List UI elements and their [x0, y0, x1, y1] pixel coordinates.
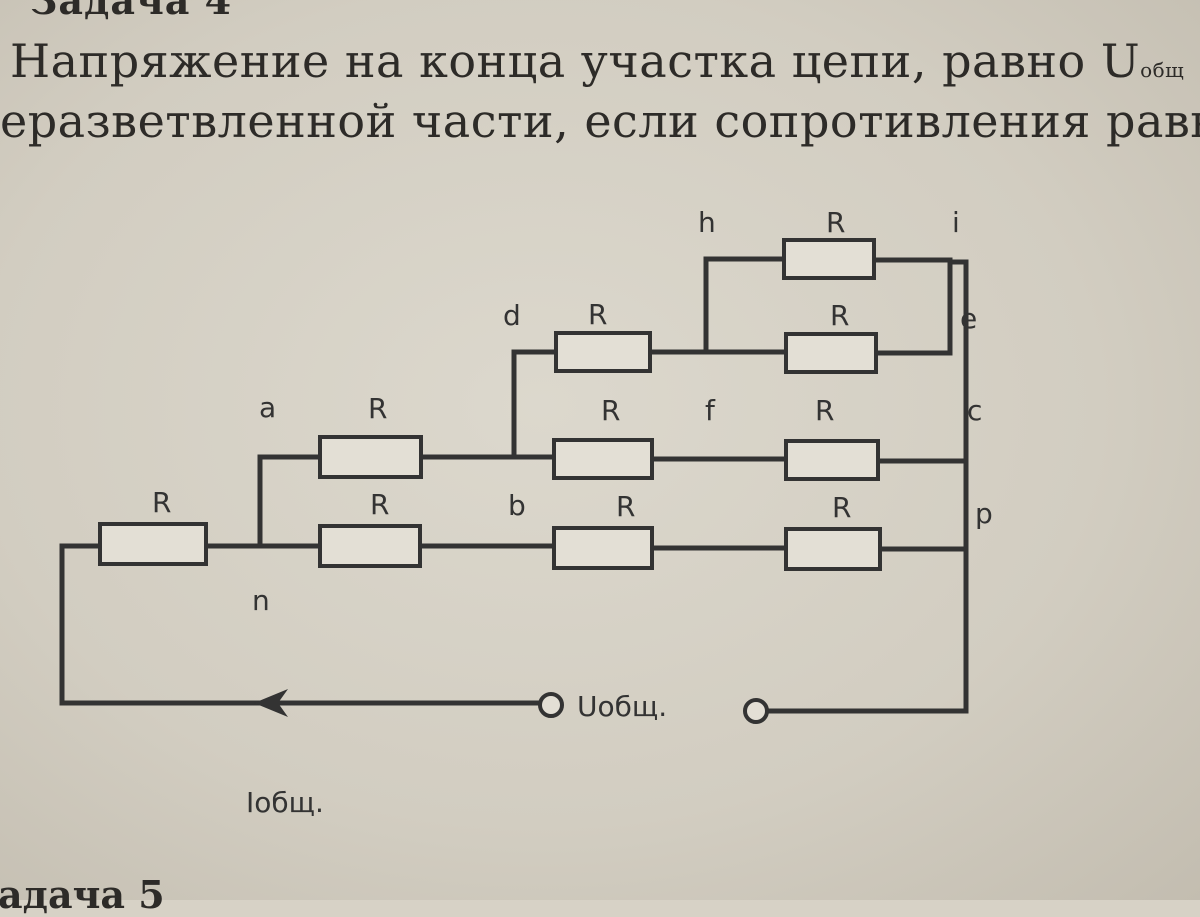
wire-d-branch	[511, 349, 559, 460]
resistor-b-1	[552, 526, 654, 570]
node-label-h: h	[698, 206, 716, 239]
wire-right-return	[767, 259, 969, 714]
source-terminals: Uобщ. Iобщ.	[246, 689, 769, 819]
problem-text-line-1-main: Напряжение на конца участка цепи, равно …	[10, 34, 1141, 88]
resistor-d	[554, 331, 652, 373]
current-label: Iобщ.	[246, 786, 324, 819]
wire-left-loop	[59, 543, 543, 706]
current-arrow-icon	[254, 689, 288, 717]
resistor-a	[318, 435, 423, 479]
resistor-f-left	[552, 438, 654, 480]
resistors	[98, 238, 882, 571]
wire-h-branch	[703, 256, 787, 355]
task-heading: Задача 4	[30, 0, 233, 23]
voltage-subscript: общ	[1140, 58, 1185, 82]
node-label-b: b	[508, 489, 526, 522]
problem-text-line-1: Напряжение на конца участка цепи, равно …	[10, 34, 1184, 88]
label-r-c: R	[815, 394, 834, 427]
node-label-n: n	[252, 584, 270, 617]
resistor-e	[784, 332, 878, 374]
resistor-c	[784, 439, 880, 481]
terminal-right	[743, 698, 769, 724]
resistor-h-i	[782, 238, 876, 280]
node-label-f: f	[705, 394, 716, 427]
node-labels: h i d e a f c b p n	[252, 206, 993, 617]
label-r-f-left: R	[601, 394, 620, 427]
wire-a-branch	[257, 454, 323, 549]
node-label-p: p	[975, 497, 993, 530]
resistor-labels: R R R R R R R R R R	[152, 206, 851, 524]
label-r-n-b: R	[370, 488, 389, 521]
label-r-input: R	[152, 486, 171, 519]
node-label-i: i	[952, 206, 960, 239]
problem-text-line-2: еразветвленной части, если сопротивления…	[0, 94, 1200, 148]
resistor-input	[98, 522, 208, 566]
node-label-c: c	[967, 394, 982, 427]
node-label-e: e	[960, 302, 977, 335]
label-r-b-1: R	[616, 490, 635, 523]
label-r-h-i: R	[826, 206, 845, 239]
label-r-d: R	[588, 298, 607, 331]
next-task-heading: адача 5	[0, 872, 165, 917]
circuit-wires	[59, 256, 969, 714]
node-label-d: d	[503, 299, 521, 332]
node-label-a: a	[259, 391, 276, 424]
label-r-e: R	[830, 299, 849, 332]
terminal-left	[538, 692, 564, 718]
resistor-p	[784, 527, 882, 571]
resistor-n-b	[318, 524, 422, 568]
label-r-p: R	[832, 491, 851, 524]
label-r-a: R	[368, 392, 387, 425]
voltage-label: Uобщ.	[577, 690, 667, 723]
